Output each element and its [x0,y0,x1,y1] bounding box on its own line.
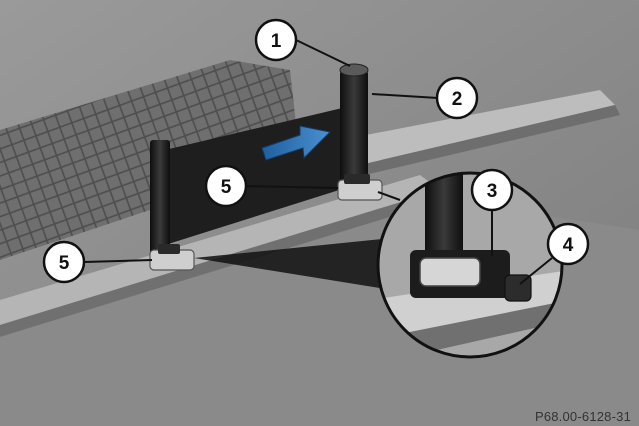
callout-leaders [83,39,553,285]
upper-rail-edge [360,105,620,175]
right-foot-collar [344,174,370,184]
upper-rail [340,90,615,165]
lower-rail [0,175,440,325]
callout-1: 1 [254,18,298,62]
callout-2: 2 [435,76,479,120]
reference-code: P68.00-6128-31 [534,409,631,424]
left-post [150,140,170,255]
callout-1-label: 1 [271,31,282,52]
slide-direction-arrow [261,125,332,161]
callout-4: 4 [546,222,590,266]
callout-4-label: 4 [563,235,574,256]
zoom-connector-wedge [194,238,392,290]
callout-5-left: 5 [42,240,86,284]
callout-2-label: 2 [452,89,463,110]
callout-5-right-label: 5 [221,177,232,198]
left-foot-collar [158,244,180,254]
right-post [340,70,368,185]
right-post-cap [339,63,369,77]
callout-5-right: 5 [204,164,248,208]
callout-5-left-label: 5 [59,253,70,274]
lower-rail-edge [0,190,445,337]
callout-3-label: 3 [487,181,498,202]
zoom-connector-line [377,191,401,201]
callout-3: 3 [470,168,514,212]
